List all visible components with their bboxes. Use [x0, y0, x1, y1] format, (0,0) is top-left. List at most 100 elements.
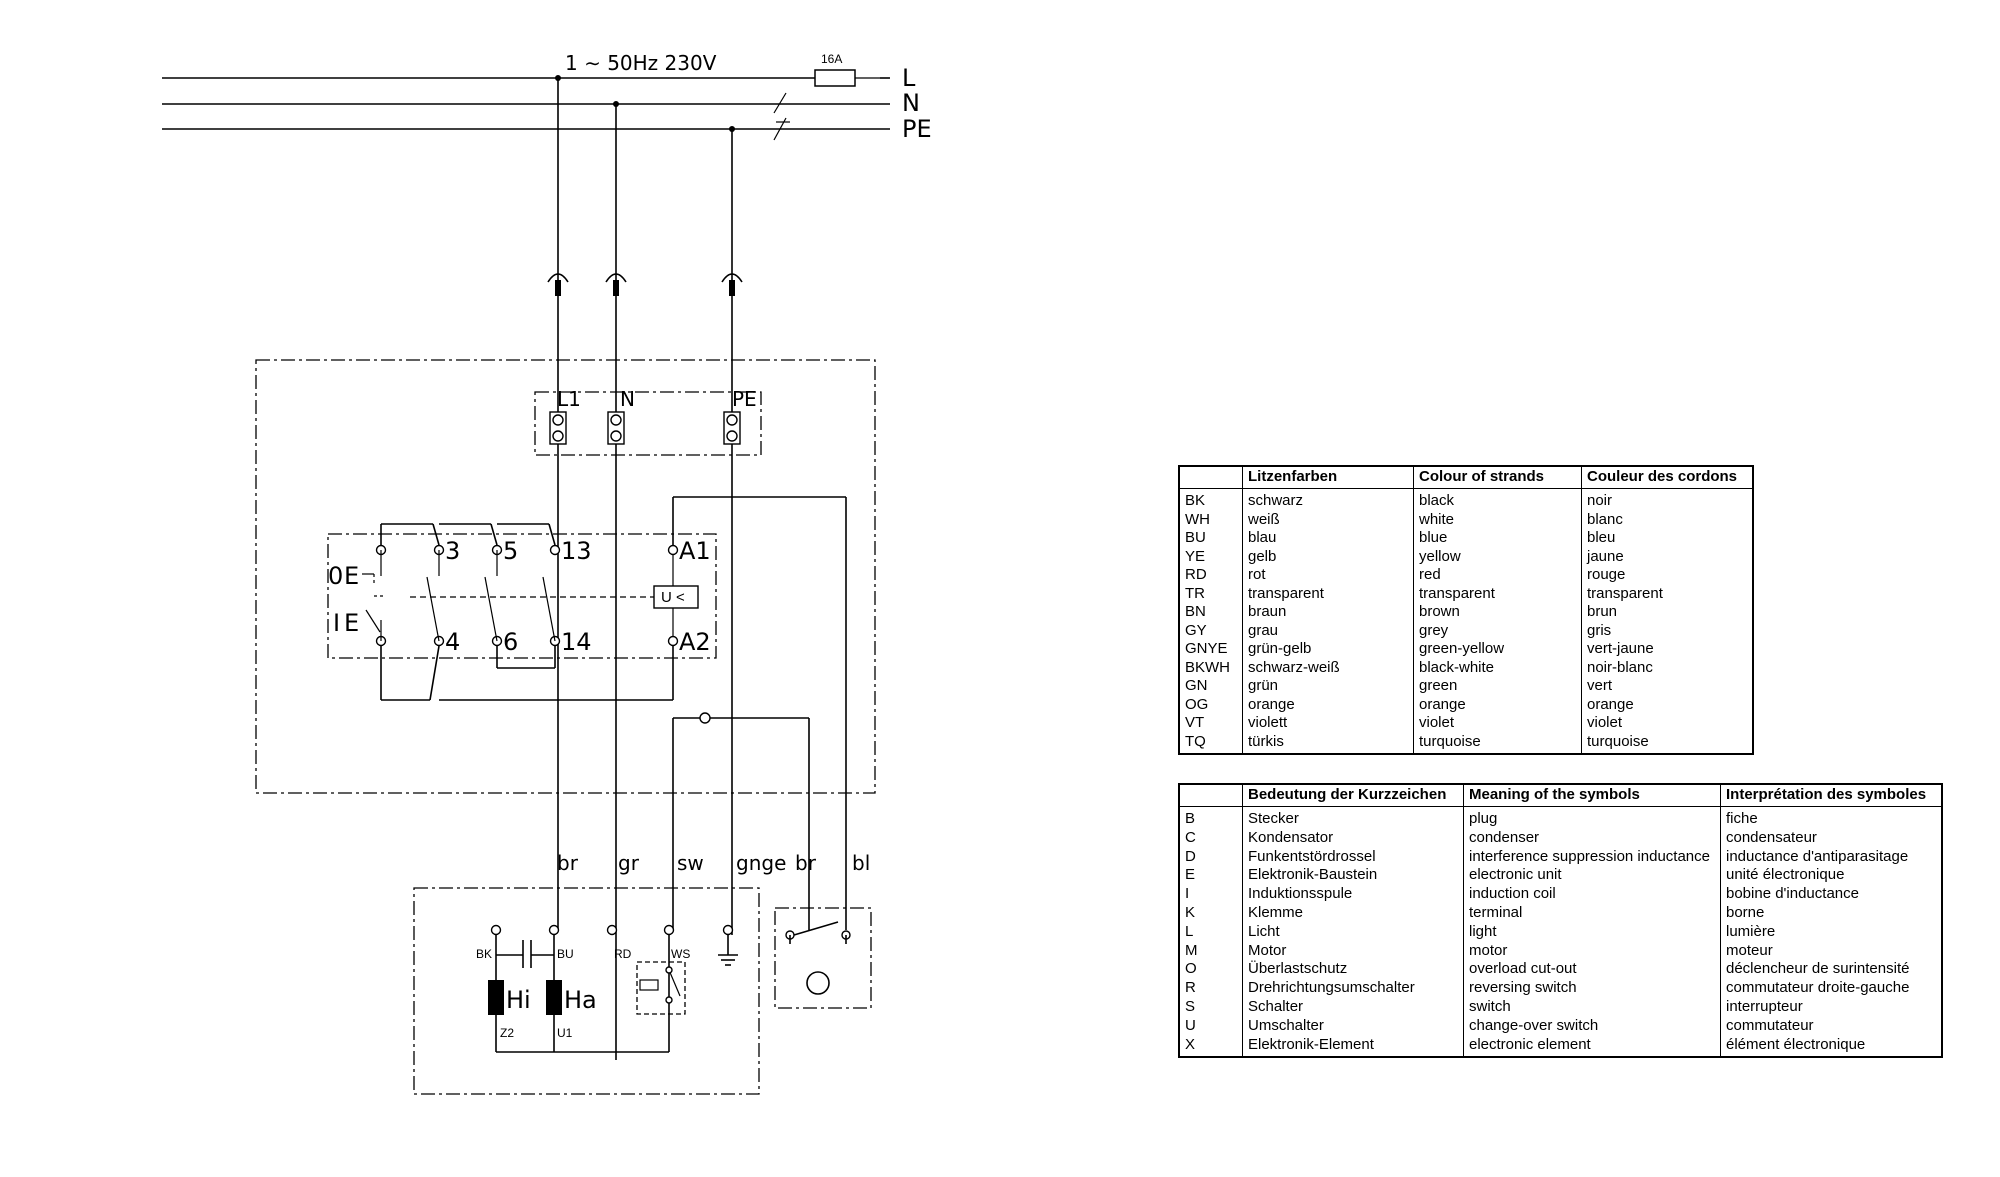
supply-lines: 1 ∼ 50Hz 230V 16A L N PE [162, 51, 932, 143]
cell-de: grün [1242, 677, 1414, 696]
cell-de: Drehrichtungsumschalter [1242, 979, 1464, 998]
switch-off-label: 0 [328, 562, 343, 590]
cell-code: GY [1185, 621, 1207, 639]
cell-fr: orange [1581, 695, 1753, 714]
header-code [1179, 784, 1243, 807]
cell-code: BN [1185, 603, 1206, 620]
switch-on-label: I [333, 609, 340, 637]
cell-en: switch [1463, 997, 1721, 1017]
cell-code: YE [1185, 547, 1206, 565]
cell-fr: borne [1720, 903, 1942, 923]
header-en: Colour of strands [1413, 466, 1582, 489]
cell-code: OG [1185, 695, 1209, 713]
cell-en: motor [1463, 941, 1721, 961]
cell-code: GN [1185, 677, 1208, 694]
cell-fr: noir-blanc [1581, 658, 1753, 677]
cell-code: B [1185, 810, 1196, 827]
cell-fr: fiche [1720, 806, 1942, 829]
cell-de: Funkentstördrossel [1242, 847, 1464, 867]
cell-code: C [1185, 828, 1196, 846]
neutral-tick [773, 92, 787, 114]
winding-z2-label: Z2 [500, 1026, 514, 1040]
cell-fr: interrupteur [1720, 997, 1942, 1017]
cell-en: light [1463, 922, 1721, 942]
cell-fr: élément électronique [1720, 1035, 1942, 1058]
cell-code: TR [1185, 584, 1205, 602]
cell-fr: condensateur [1720, 828, 1942, 848]
cell-de: gelb [1242, 547, 1414, 566]
cell-de: weiß [1242, 510, 1414, 529]
coil-a2: A2 [679, 628, 711, 656]
cell-de: orange [1242, 695, 1414, 714]
cell-en: reversing switch [1463, 979, 1721, 998]
cell-code: M [1185, 941, 1198, 959]
motor-wire-rd: RD [614, 947, 632, 961]
cell-de: Licht [1242, 922, 1464, 942]
undervoltage-label: U < [661, 589, 685, 606]
plug-connectors [547, 273, 743, 296]
cell-de: Klemme [1242, 903, 1464, 923]
cell-code: VT [1185, 714, 1205, 731]
cell-fr: noir [1581, 488, 1753, 511]
motor-wire-bk: BK [476, 947, 492, 961]
fuse-symbol [814, 69, 856, 87]
cell-en: red [1413, 566, 1582, 585]
cell-fr: blanc [1581, 510, 1753, 529]
wire-color-labels: br gr sw gnge br bl [557, 851, 870, 875]
switch-housing [255, 359, 876, 794]
cell-en: interference suppression inductance [1463, 847, 1721, 867]
motor-wire-bu: BU [557, 947, 574, 961]
cell-code: U [1185, 1016, 1196, 1034]
cell-fr: turquoise [1581, 732, 1753, 754]
cell-en: green [1413, 677, 1582, 696]
cell-fr: brun [1581, 603, 1753, 622]
line-label-l: L [902, 64, 916, 92]
cell-de: rot [1242, 566, 1414, 585]
winding-u1-label: U1 [557, 1026, 573, 1040]
terminal-l1: L1 [557, 387, 581, 411]
supply-spec: 1 ∼ 50Hz 230V [565, 51, 717, 75]
coil-a1: A1 [679, 537, 711, 565]
cell-code: E [1185, 866, 1196, 884]
cell-code: X [1185, 1035, 1196, 1053]
cell-de: grün-gelb [1242, 640, 1414, 659]
header-en: Meaning of the symbols [1463, 784, 1721, 807]
terminal-block: L1 N PE [534, 387, 762, 456]
cell-de: transparent [1242, 584, 1414, 603]
strand-color-table: Litzenfarben Colour of strands Couleur d… [1178, 465, 1754, 755]
cell-fr: commutateur droite-gauche [1720, 979, 1942, 998]
cell-code: RD [1185, 566, 1207, 583]
contact-14: 14 [561, 628, 592, 656]
cell-en: grey [1413, 621, 1582, 640]
cell-en: plug [1463, 806, 1721, 829]
cell-code: L [1185, 922, 1194, 940]
contact-3: 3 [445, 537, 460, 565]
contact-5: 5 [503, 537, 518, 565]
contact-13: 13 [561, 537, 592, 565]
cell-code: WH [1185, 510, 1210, 528]
cell-de: Induktionsspule [1242, 885, 1464, 904]
cell-fr: déclencheur de surintensité [1720, 960, 1942, 980]
cell-code: BU [1185, 529, 1206, 546]
cell-de: schwarz [1242, 488, 1414, 511]
switch-off-label-e: E [344, 562, 359, 590]
cell-en: brown [1413, 603, 1582, 622]
cell-en: transparent [1413, 584, 1582, 603]
winding-hi-label: Hi [506, 986, 531, 1014]
cell-de: Elektronik-Element [1242, 1035, 1464, 1058]
wire-color-gr: gr [618, 851, 640, 875]
wire-color-sw: sw [677, 851, 704, 875]
thermal-protector [636, 961, 686, 1015]
wiring-schematic: 1 ∼ 50Hz 230V 16A L N PE L1 N PE [162, 51, 932, 1095]
contact-4: 4 [445, 628, 460, 656]
